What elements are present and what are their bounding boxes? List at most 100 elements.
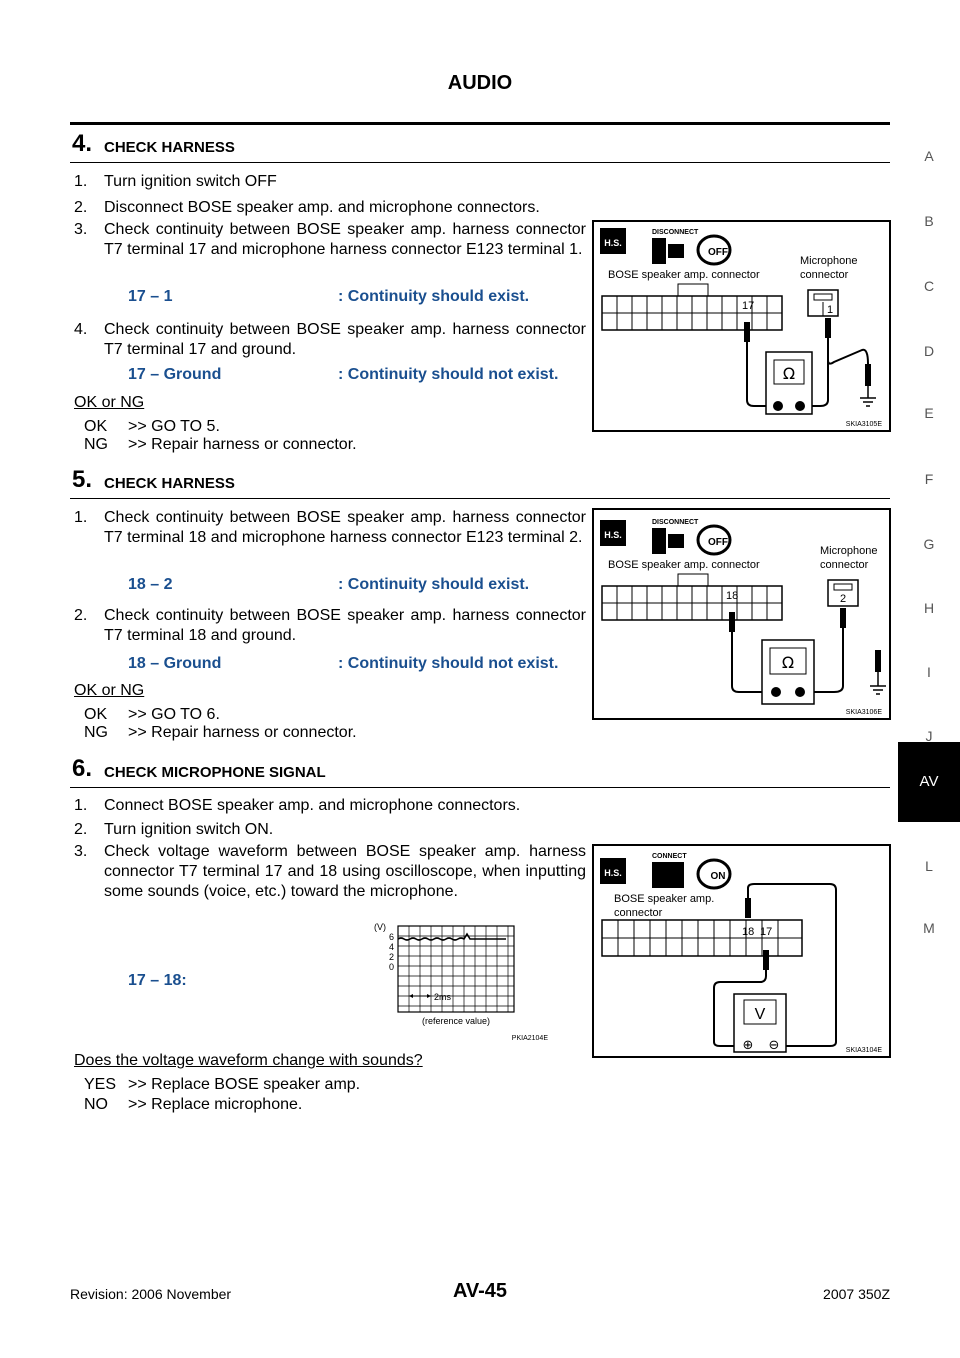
s4-spec-1-label: 17 – 1 [128, 288, 173, 305]
wiring-diagram-2: H.S. DISCONNECT OFF BOSE speaker amp. co… [600, 519, 886, 716]
s5-question: OK or NG [74, 682, 145, 699]
s4-spec-1-value: : Continuity should exist. [338, 288, 530, 305]
mic-pin-number: 2 [840, 593, 846, 605]
section-6-number: 6. [72, 755, 93, 782]
section-5-header: 5. CHECK HARNESS [70, 466, 890, 499]
amp-pin-18: 18 [742, 926, 754, 938]
side-tab-c[interactable]: C [923, 278, 935, 294]
result-value: >> GO TO 6. [128, 706, 220, 723]
page-number: AV-45 [452, 1280, 508, 1302]
hs-badge [600, 520, 626, 546]
mic-connector-label: Microphone [820, 545, 877, 557]
side-tab-a[interactable]: A [924, 148, 934, 164]
step-number: 4. [74, 321, 88, 338]
connector-connected-icon [652, 862, 684, 888]
result-value: >> Repair harness or connector. [128, 436, 357, 453]
waveform-trace [397, 932, 506, 941]
hs-badge-text: H.S. [604, 530, 622, 540]
s4-step-1: 1.Turn ignition switch OFF [74, 172, 586, 192]
disconnect-label: DISCONNECT [652, 229, 699, 236]
s4-result-ok: OK >> GO TO 5. [84, 418, 484, 438]
hs-badge [600, 228, 626, 254]
mic-connector-label-2: connector [820, 559, 869, 571]
wiring-diagram-3: H.S. CONNECT ON BOSE speaker amp. connec… [600, 853, 883, 1054]
meter-symbol: Ω [783, 364, 795, 383]
side-tab-m[interactable]: M [923, 920, 935, 936]
s4-question: OK or NG [74, 394, 145, 411]
ohmmeter-icon: Ω [765, 351, 813, 415]
hs-badge-text: H.S. [604, 868, 622, 878]
meter-symbol: Ω [782, 653, 794, 672]
s5-spec-2-label: 18 – Ground [128, 655, 222, 672]
step-text: Check voltage waveform between BOSE spea… [104, 843, 586, 900]
amp-connector: 17 [601, 283, 783, 331]
amp-pin-17: 17 [760, 926, 772, 938]
figure-code: SKIA3104E [846, 1047, 883, 1054]
plus-terminal-icon: ⊕ [743, 1038, 754, 1053]
amp-connector: 18 17 [601, 919, 803, 957]
s6-step-1: 1.Connect BOSE speaker amp. and micropho… [74, 796, 586, 816]
mic-connector-label-2: connector [800, 269, 849, 281]
result-key: OK [84, 418, 108, 435]
minus-terminal-icon: ⊖ [769, 1038, 780, 1053]
figure-skia3106e: H.S. DISCONNECT OFF BOSE speaker amp. co… [592, 508, 891, 720]
step-text: Check continuity between BOSE speaker am… [104, 221, 586, 258]
amp-pin-number: 18 [726, 590, 738, 602]
result-value: >> GO TO 5. [128, 418, 220, 435]
step-number: 2. [74, 199, 88, 216]
s5-step-1: 1. Check continuity between BOSE speaker … [74, 508, 586, 548]
s4-step-3: 3.Check continuity between BOSE speaker … [74, 220, 586, 260]
s4-step-2: 2. Disconnect BOSE speaker amp. and micro… [74, 198, 586, 218]
section-6-title: CHECK MICROPHONE SIGNAL [104, 764, 326, 781]
s4-step-4: 4. Check continuity between BOSE speaker … [74, 320, 586, 360]
side-tab-i[interactable]: I [927, 664, 931, 680]
test-probes [729, 608, 886, 695]
step-text: Disconnect BOSE speaker amp. and microph… [104, 199, 540, 216]
mic-pin-number: 1 [827, 304, 833, 316]
step-text: Check continuity between BOSE speaker am… [104, 509, 586, 546]
tick-2: 2 [389, 952, 394, 962]
hs-badge [600, 858, 626, 884]
side-tab-l[interactable]: L [925, 858, 933, 874]
tick-0: 0 [389, 962, 394, 972]
section-4-title: CHECK HARNESS [104, 139, 235, 156]
amp-connector-label-2: connector [614, 907, 663, 919]
step-number: 2. [74, 821, 88, 838]
s6-step-3: 3.Check voltage waveform between BOSE sp… [74, 842, 586, 902]
s5-spec-1-value: : Continuity should exist. [338, 576, 530, 593]
step-number: 2. [74, 607, 88, 624]
s6-spec-label: 17 – 18: [128, 972, 187, 989]
ignition-key-icon: ON [696, 858, 732, 890]
side-tab-g[interactable]: G [923, 536, 935, 552]
s5-result-ng: NG>> Repair harness or connector. [84, 724, 484, 744]
waveform-figure: (V) 6 4 2 0 2ms (reference value) PKIA21… [368, 918, 550, 1044]
voltmeter-icon: V ⊕ ⊖ [733, 993, 787, 1053]
mic-connector: 2 [827, 579, 859, 607]
s4-result-ng: NG>> Repair harness or connector. [84, 436, 484, 456]
tick-6: 6 [389, 932, 394, 942]
amp-connector-label: BOSE speaker amp. connector [608, 269, 760, 281]
result-key: NO [84, 1096, 108, 1113]
side-tab-d[interactable]: D [923, 343, 935, 359]
amp-connector-label: BOSE speaker amp. [614, 893, 714, 905]
ohmmeter-icon: Ω [761, 639, 815, 705]
revision-label: Revision: 2006 November [70, 1286, 232, 1302]
s5-step-2: 2. Check continuity between BOSE speaker … [74, 606, 586, 646]
section-6-header: 6. CHECK MICROPHONE SIGNAL [70, 755, 890, 788]
tick-4: 4 [389, 942, 394, 952]
result-key: NG [84, 724, 108, 741]
step-text: Check continuity between BOSE speaker am… [104, 607, 586, 644]
side-tab-j[interactable]: J [925, 728, 933, 744]
side-tab-b[interactable]: B [924, 213, 934, 229]
step-text: Turn ignition switch OFF [104, 173, 277, 190]
step-text: Check continuity between BOSE speaker am… [104, 321, 586, 358]
s4-spec-2-value: : Continuity should not exist. [338, 366, 559, 383]
mic-connector-label: Microphone [800, 255, 857, 267]
connect-label: CONNECT [652, 853, 687, 860]
side-tab-h[interactable]: H [923, 600, 935, 616]
step-number: 1. [74, 509, 88, 526]
side-tab-f[interactable]: F [924, 471, 934, 487]
side-tab-av[interactable]: AV [898, 742, 960, 822]
side-tab-e[interactable]: E [924, 405, 934, 421]
section-4-header: 4. CHECK HARNESS [70, 130, 890, 163]
